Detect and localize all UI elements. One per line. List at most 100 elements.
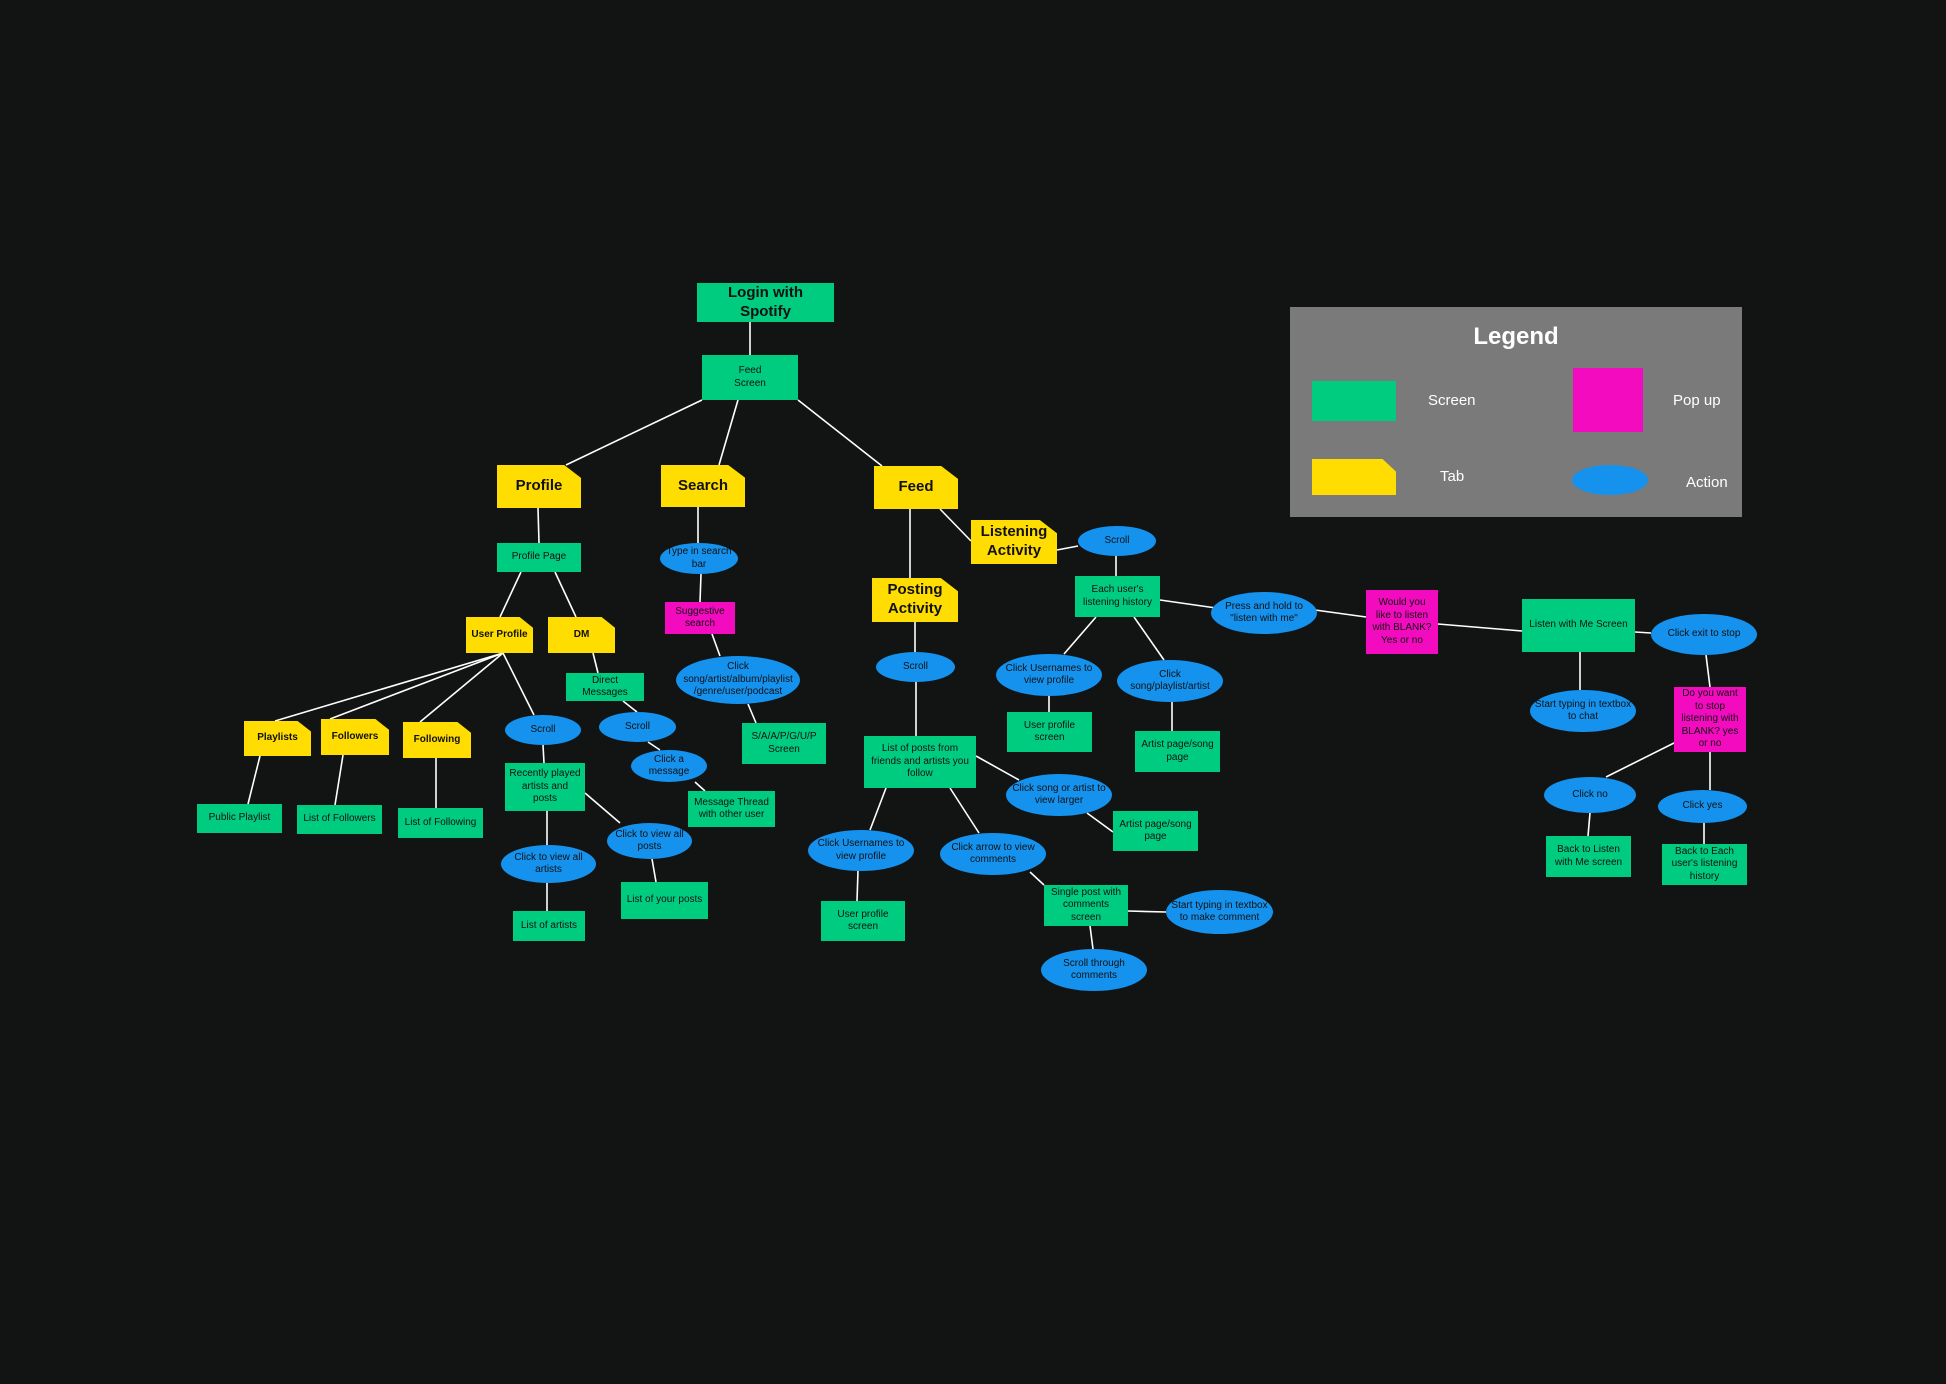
connector-line (747, 703, 757, 724)
user-profile-screen-listen: User profile screen (1007, 712, 1092, 752)
connector-line (1127, 910, 1167, 913)
legend-screen-swatch (1312, 381, 1396, 421)
playlists-tab: Playlists (244, 721, 311, 756)
sa-screen: S/A/A/P/G/U/P Screen (742, 723, 826, 764)
feed-screen: Feed Screen (702, 355, 798, 400)
login-screen: Login with Spotify (697, 283, 834, 322)
connector-line (647, 741, 661, 751)
connector-line (554, 571, 577, 618)
artist-page-feed-screen: Artist page/song page (1113, 811, 1198, 851)
connector-line (584, 792, 621, 824)
connector-line (869, 787, 887, 831)
click-arrow-action: Click arrow to view comments (940, 833, 1046, 875)
back-listen-screen: Back to Listen with Me screen (1546, 836, 1631, 877)
legend-action-swatch (1572, 465, 1648, 495)
artist-page-listen-screen: Artist page/song page (1135, 731, 1220, 772)
legend-popup-swatch (1573, 368, 1643, 432)
legend-tab-swatch (1312, 459, 1396, 495)
connector-line (499, 571, 522, 618)
connector-line (1587, 812, 1591, 837)
connector-line (592, 652, 599, 674)
click-all-posts-action: Click to view all posts (607, 823, 692, 859)
recently-played-screen: Recently played artists and posts (505, 763, 585, 811)
connector-line (797, 399, 883, 467)
scroll-dm-action: Scroll (599, 712, 676, 742)
would-you-like-popup: Would you like to listen with BLANK? Yes… (1366, 590, 1438, 654)
posting-activity-tab: Posting Activity (872, 578, 958, 622)
connector-line (1056, 545, 1079, 551)
user-profile-screen-feed: User profile screen (821, 901, 905, 941)
connector-line (274, 652, 504, 722)
click-all-artists-action: Click to view all artists (501, 845, 596, 883)
listen-with-me-screen: Listen with Me Screen (1522, 599, 1635, 652)
list-following-screen: List of Following (398, 808, 483, 838)
connector-line (502, 652, 535, 716)
connector-line (1133, 616, 1165, 661)
legend-screen-label: Screen (1428, 392, 1476, 409)
connector-line (334, 754, 344, 806)
legend-tab-label: Tab (1440, 468, 1465, 485)
legend-panel: Legend Screen Pop up Tab Action (1290, 307, 1742, 517)
connector-line (694, 781, 706, 792)
connector-line (537, 507, 540, 544)
connector-line (1029, 871, 1045, 886)
scroll-posting-action: Scroll (876, 652, 955, 682)
connector-line (419, 652, 504, 723)
profile-tab: Profile (497, 465, 581, 508)
connector-line (1634, 631, 1652, 634)
connector-line (1159, 599, 1217, 609)
connector-line (939, 508, 972, 542)
connector-line (565, 399, 703, 466)
click-yes-action: Click yes (1658, 790, 1747, 823)
scroll-listening-action: Scroll (1078, 526, 1156, 556)
legend-popup-label: Pop up (1673, 392, 1721, 409)
connector-line (1705, 654, 1711, 688)
connector-line (622, 700, 638, 713)
user-profile-tab: User Profile (466, 617, 533, 653)
list-followers-screen: List of Followers (297, 805, 382, 834)
start-typing-chat-action: Start typing in textbox to chat (1530, 690, 1636, 732)
connector-line (1605, 741, 1677, 778)
click-message-action: Click a message (631, 750, 707, 782)
click-usernames-feed-action: Click Usernames to view profile (808, 830, 914, 871)
list-artists-screen: List of artists (513, 911, 585, 941)
following-tab: Following (403, 722, 471, 758)
back-each-screen: Back to Each user's listening history (1662, 844, 1747, 885)
connector-line (1089, 925, 1094, 950)
connector-line (856, 870, 859, 902)
click-usernames-listen-action: Click Usernames to view profile (996, 654, 1102, 696)
connector-line (718, 399, 739, 466)
public-playlist-screen: Public Playlist (197, 804, 282, 833)
press-hold-action: Press and hold to "listen with me" (1211, 592, 1317, 634)
profile-page-screen: Profile Page (497, 543, 581, 572)
list-posts-screen: List of your posts (621, 882, 708, 919)
connector-line (542, 744, 545, 764)
scroll-comments-action: Scroll through comments (1041, 949, 1147, 991)
listening-activity-tab: Listening Activity (971, 520, 1057, 564)
connector-line (1437, 623, 1523, 632)
followers-tab: Followers (321, 719, 389, 755)
type-search-action: Type in search bar (660, 543, 738, 574)
connector-line (1314, 609, 1367, 618)
suggestive-search-popup: Suggestive search (665, 602, 735, 634)
connector-line (247, 755, 261, 805)
click-song-larger-action: Click song or artist to view larger (1006, 774, 1112, 816)
message-thread-screen: Message Thread with other user (688, 791, 775, 827)
search-tab: Search (661, 465, 745, 507)
connector-line (699, 573, 702, 603)
connector-line (1063, 616, 1097, 655)
feed-tab: Feed (874, 466, 958, 509)
each-user-history-screen: Each user's listening history (1075, 576, 1160, 617)
click-song-playlist-action: Click song/playlist/artist (1117, 660, 1223, 702)
click-exit-action: Click exit to stop (1651, 614, 1757, 655)
legend-title: Legend (1473, 323, 1559, 350)
connector-line (651, 858, 657, 883)
do-you-want-popup: Do you want to stop listening with BLANK… (1674, 687, 1746, 752)
legend-action-label: Action (1686, 474, 1728, 491)
connector-line (949, 787, 980, 834)
direct-messages-screen: Direct Messages (566, 673, 644, 701)
click-song-action: Click song/artist/album/playlist /genre/… (676, 656, 800, 704)
list-posts-friends-screen: List of posts from friends and artists y… (864, 736, 976, 788)
click-no-action: Click no (1544, 777, 1636, 813)
